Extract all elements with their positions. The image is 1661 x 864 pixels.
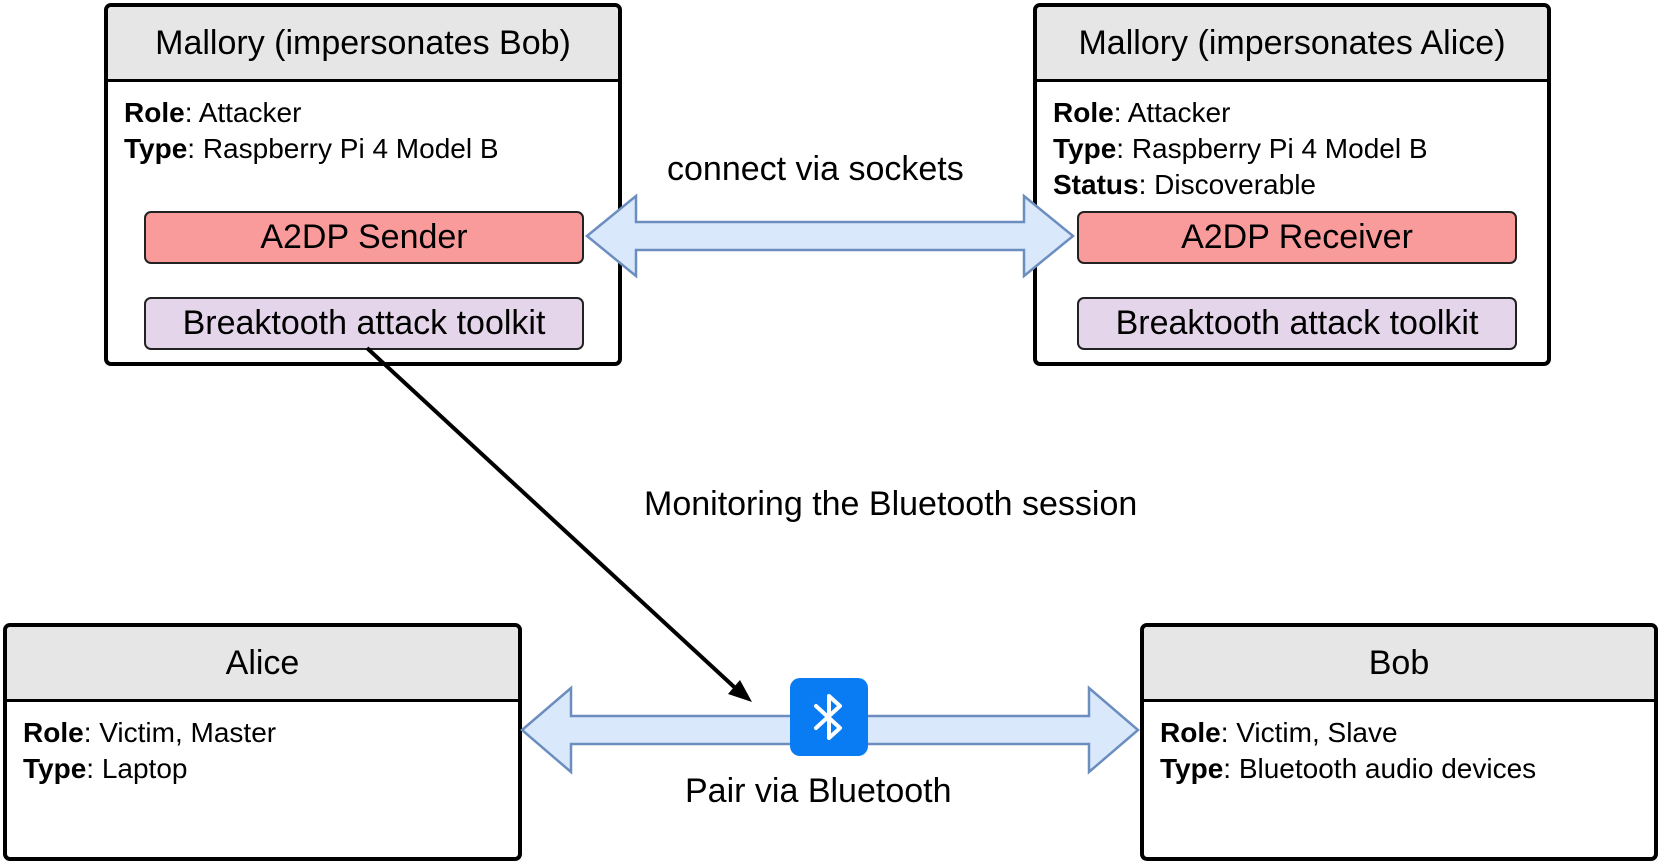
mallory-bob-role: Role: Attacker — [124, 97, 302, 128]
monitoring-arrowhead — [728, 680, 752, 702]
mallory-alice-role: Role: Attacker — [1053, 97, 1231, 128]
alice-title: Alice — [7, 627, 518, 702]
mallory-bob-type: Type: Raspberry Pi 4 Model B — [124, 133, 499, 164]
alice-props: Role: Victim, Master Type: Laptop — [23, 715, 276, 787]
bob-role: Role: Victim, Slave — [1160, 717, 1398, 748]
bob-props: Role: Victim, Slave Type: Bluetooth audi… — [1160, 715, 1536, 787]
monitoring-label: Monitoring the Bluetooth session — [644, 485, 1138, 523]
breaktooth-toolkit-bob: Breaktooth attack toolkit — [144, 297, 584, 350]
mallory-alice-props: Role: Attacker Type: Raspberry Pi 4 Mode… — [1053, 95, 1428, 203]
bluetooth-icon — [790, 678, 868, 756]
alice-role: Role: Victim, Master — [23, 717, 277, 748]
mallory-alice-box: Mallory (impersonates Alice) Role: Attac… — [1033, 3, 1551, 366]
alice-type: Type: Laptop — [23, 753, 188, 784]
alice-box: Alice Role: Victim, Master Type: Laptop — [3, 623, 522, 861]
mallory-alice-title: Mallory (impersonates Alice) — [1037, 7, 1547, 82]
a2dp-receiver: A2DP Receiver — [1077, 211, 1517, 264]
pair-label: Pair via Bluetooth — [685, 772, 952, 810]
breaktooth-toolkit-alice: Breaktooth attack toolkit — [1077, 297, 1517, 350]
monitoring-arrow — [365, 346, 747, 699]
mallory-alice-status: Status: Discoverable — [1053, 169, 1316, 200]
a2dp-sender: A2DP Sender — [144, 211, 584, 264]
bob-box: Bob Role: Victim, Slave Type: Bluetooth … — [1140, 623, 1658, 861]
mallory-bob-props: Role: Attacker Type: Raspberry Pi 4 Mode… — [124, 95, 499, 167]
mallory-bob-title: Mallory (impersonates Bob) — [108, 7, 618, 82]
bob-type: Type: Bluetooth audio devices — [1160, 753, 1537, 784]
mallory-alice-type: Type: Raspberry Pi 4 Model B — [1053, 133, 1428, 164]
bob-title: Bob — [1144, 627, 1654, 702]
sockets-label: connect via sockets — [667, 150, 964, 188]
sockets-double-arrow — [585, 193, 1075, 279]
mallory-bob-box: Mallory (impersonates Bob) Role: Attacke… — [104, 3, 622, 366]
